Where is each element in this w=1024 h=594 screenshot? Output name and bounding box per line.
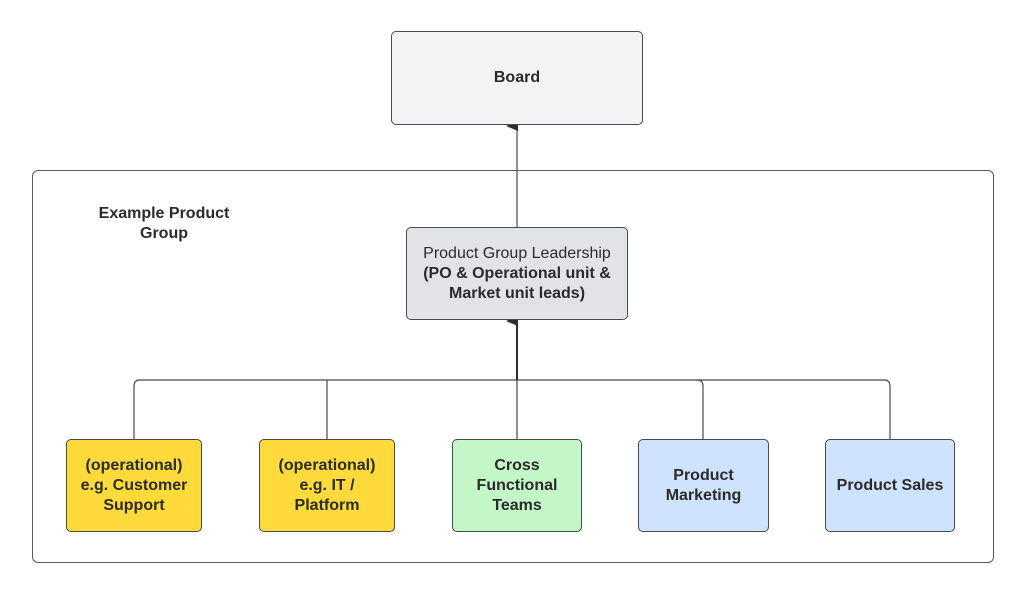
unit-line: e.g. IT /	[299, 476, 355, 494]
unit-line: (operational)	[85, 456, 183, 474]
bus-line	[133, 379, 891, 439]
unit-line: (operational)	[278, 456, 376, 474]
product-sales-node: Product Sales	[825, 439, 955, 532]
unit-line: Teams	[492, 496, 542, 514]
unit-line: Marketing	[665, 486, 742, 504]
cross-functional-teams-node: Cross Functional Teams	[452, 439, 582, 532]
product-group-leadership-node: Product Group Leadership (PO & Operation…	[406, 227, 628, 320]
unit-line: Platform	[294, 496, 360, 514]
leadership-subtitle-line2: Market unit leads)	[448, 284, 586, 302]
board-node: Board	[391, 31, 643, 125]
unit-line: Product Sales	[836, 476, 944, 494]
unit-line: e.g. Customer	[80, 476, 188, 494]
unit-line: Support	[103, 496, 165, 514]
product-group-label: Example Product Group	[80, 204, 248, 244]
it-platform-unit-node: (operational) e.g. IT / Platform	[259, 439, 395, 532]
product-group-container	[32, 170, 994, 563]
unit-line: Product	[673, 466, 734, 484]
board-label: Board	[493, 69, 541, 86]
product-marketing-node: Product Marketing	[638, 439, 769, 532]
connector-marketing	[696, 379, 704, 439]
group-label-line1: Example Product	[98, 205, 230, 222]
customer-support-unit-node: (operational) e.g. Customer Support	[66, 439, 202, 532]
leadership-subtitle-line1: (PO & Operational unit &	[423, 264, 611, 282]
unit-line: Cross	[494, 456, 540, 474]
leadership-title: Product Group Leadership	[423, 244, 611, 262]
unit-line: Functional	[476, 476, 558, 494]
group-label-line2: Group	[140, 225, 188, 242]
